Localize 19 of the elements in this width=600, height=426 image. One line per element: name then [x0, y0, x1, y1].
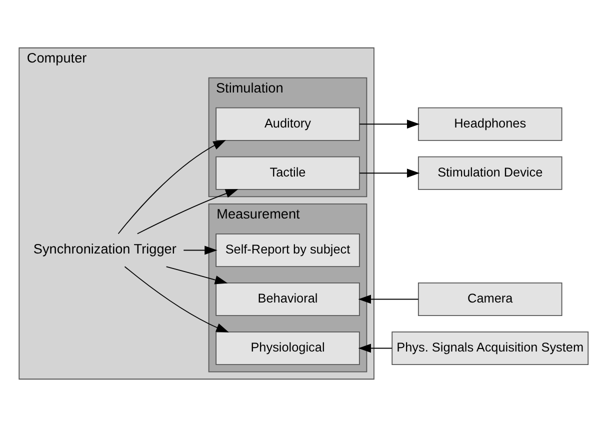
- node-box: Phys. Signals Acquisition System: [392, 330, 589, 365]
- arrow: [358, 294, 419, 304]
- node-box: Camera: [418, 282, 562, 316]
- node-box: Behavioral: [216, 282, 360, 316]
- arrow: [359, 168, 420, 178]
- node-box: Stimulation Device: [418, 156, 562, 190]
- arrow: [124, 266, 229, 332]
- node-box: Self-Report by subject: [216, 232, 360, 267]
- arrow: [118, 140, 226, 234]
- arrow: [166, 266, 228, 284]
- node-box: Tactile: [216, 156, 360, 190]
- arrow: [359, 119, 420, 128]
- node-box: Physiological: [216, 330, 360, 365]
- node-text: Synchronization Trigger: [33, 240, 176, 256]
- arrow: [136, 188, 238, 234]
- arrow: [358, 343, 392, 352]
- node-box: Auditory: [216, 106, 360, 140]
- arrow: [183, 245, 218, 254]
- node-box: Headphones: [418, 106, 562, 140]
